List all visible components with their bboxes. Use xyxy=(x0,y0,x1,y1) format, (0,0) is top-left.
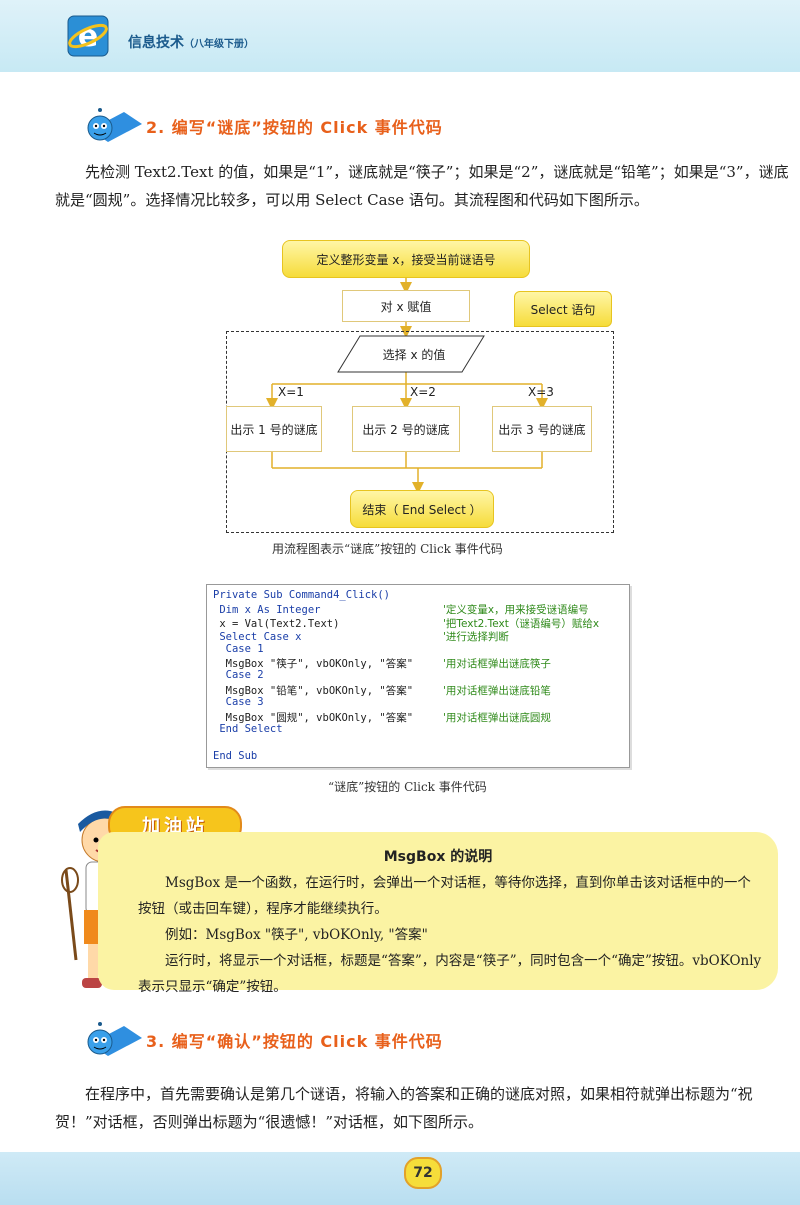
code-text: Case 2 xyxy=(213,669,264,682)
branch-2-action: 出示 2 号的谜底 xyxy=(352,406,460,452)
mascot-bubble-icon xyxy=(87,108,142,142)
section-2-paragraph: 先检测 Text2.Text 的值，如果是“1”，谜底就是“筷子”；如果是“2”… xyxy=(55,163,789,209)
code-text: End Select xyxy=(213,723,283,735)
flow-start: 定义整形变量 x，接受当前谜语号 xyxy=(282,240,530,278)
tip-title: MsgBox 的说明 xyxy=(383,849,493,865)
code-line: End Select xyxy=(213,723,443,735)
code-text: MsgBox "铅笔", vbOKOnly, "答案" xyxy=(213,684,414,697)
page-header: e 信息技术（八年级下册） xyxy=(0,0,800,72)
code-text: Select Case x xyxy=(213,631,302,644)
code-line: Case 2 xyxy=(213,669,443,681)
code-text: x = Val(Text2.Text) xyxy=(213,617,340,630)
book-subtitle: （八年级下册） xyxy=(184,39,254,50)
code-line: MsgBox "筷子", vbOKOnly, "答案" '用对话框弹出谜底筷子 xyxy=(213,656,551,671)
section-3-paragraph: 在程序中，首先需要确认是第几个谜语，将输入的答案和正确的谜底对照，如果相符就弹出… xyxy=(55,1085,753,1131)
code-text: Private Sub Command4_Click() xyxy=(213,589,391,601)
page-number: 72 xyxy=(404,1157,442,1189)
code-comment: '用对话框弹出谜底筷子 xyxy=(443,658,551,670)
code-line: Dim x As Integer '定义变量x，用来接受谜语编号 xyxy=(213,602,589,617)
code-comment: '用对话框弹出谜底圆规 xyxy=(443,711,551,724)
flow-assign: 对 x 赋值 xyxy=(342,290,470,322)
code-comment: '用对话框弹出谜底铅笔 xyxy=(443,684,551,697)
flow-select: 选择 x 的值 xyxy=(382,347,446,362)
code-comment: '进行选择判断 xyxy=(443,631,509,644)
code-line: Select Case x '进行选择判断 xyxy=(213,629,509,644)
code-line: Case 1 xyxy=(213,643,443,655)
mascot-bubble-icon xyxy=(87,1022,142,1056)
code-comment: '把Text2.Text（谜语编号）赋给x xyxy=(443,617,600,630)
code-line xyxy=(213,736,443,748)
section-3-heading: 3. 编写“确认”按钮的 Click 事件代码 xyxy=(84,1018,584,1058)
flowchart-arrows xyxy=(266,278,548,494)
tip-para-1: MsgBox 是一个函数，在运行时，会弹出一个对话框，等待你选择，直到你单击该对… xyxy=(138,875,751,917)
code-text: Dim x As Integer xyxy=(213,604,321,617)
code-text: End Sub xyxy=(213,749,258,762)
flow-end: 结束（ End Select ） xyxy=(350,490,494,528)
code-caption: “谜底”按钮的 Click 事件代码 xyxy=(328,780,487,794)
section-3-title: 3. 编写“确认”按钮的 Click 事件代码 xyxy=(146,1032,443,1051)
code-line: Case 3 xyxy=(213,696,443,708)
code-listing: Private Sub Command4_Click() Dim x As In… xyxy=(206,584,630,768)
select-parallelogram xyxy=(337,335,485,373)
branch-1-condition: X=1 xyxy=(278,385,304,399)
code-line: End Sub xyxy=(213,750,443,762)
ie-logo-icon: e xyxy=(67,15,109,57)
code-line: x = Val(Text2.Text) '把Text2.Text（谜语编号）赋给x xyxy=(213,616,599,631)
code-text: MsgBox "圆规", vbOKOnly, "答案" xyxy=(213,711,414,724)
tip-para-3: 运行时，将显示一个对话框，标题是“答案”，内容是“筷子”，同时包含一个“确定”按… xyxy=(138,953,762,995)
code-comment: '定义变量x，用来接受谜语编号 xyxy=(443,604,589,617)
code-text: MsgBox "筷子", vbOKOnly, "答案" xyxy=(213,658,414,670)
branch-1-action: 出示 1 号的谜底 xyxy=(226,406,322,452)
book-title: 信息技术（八年级下册） xyxy=(128,32,254,52)
code-text: Case 3 xyxy=(213,696,264,709)
code-text: Case 1 xyxy=(213,642,264,655)
branch-3-action: 出示 3 号的谜底 xyxy=(492,406,592,452)
branch-2-condition: X=2 xyxy=(410,385,436,399)
flow-callout: Select 语句 xyxy=(514,291,612,327)
tip-box: MsgBox 的说明 MsgBox 是一个函数，在运行时，会弹出一个对话框，等待… xyxy=(98,832,778,995)
section-2-heading: 2. 编写“谜底”按钮的 Click 事件代码 xyxy=(84,104,584,144)
code-line: MsgBox "圆规", vbOKOnly, "答案" '用对话框弹出谜底圆规 xyxy=(213,710,551,725)
code-line: MsgBox "铅笔", vbOKOnly, "答案" '用对话框弹出谜底铅笔 xyxy=(213,683,551,698)
branch-3-condition: X=3 xyxy=(528,385,554,399)
page-footer xyxy=(0,1152,800,1205)
code-line: Private Sub Command4_Click() xyxy=(213,589,443,601)
book-title-text: 信息技术 xyxy=(128,35,184,51)
section-2-title: 2. 编写“谜底”按钮的 Click 事件代码 xyxy=(146,118,443,137)
flowchart-caption: 用流程图表示“谜底”按钮的 Click 事件代码 xyxy=(272,542,503,556)
tip-para-2: 例如：MsgBox "筷子", vbOKOnly, "答案" xyxy=(165,927,428,943)
